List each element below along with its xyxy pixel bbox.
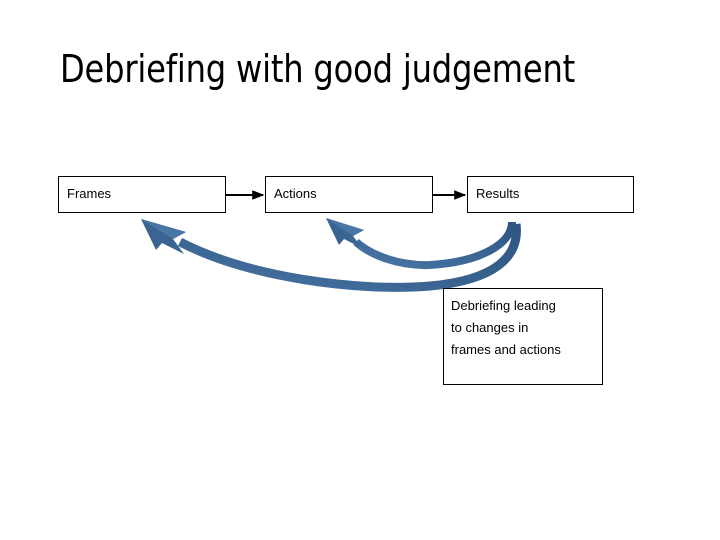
note-line-2: to changes in	[451, 320, 529, 335]
note-line-3: frames and actions	[451, 342, 561, 357]
note-box-text: Debriefing leading to changes in frames …	[451, 295, 599, 361]
page-title: Debriefing with good judgement	[60, 47, 576, 91]
flow-box-results[interactable]: Results	[467, 176, 634, 213]
flow-box-results-label: Results	[476, 186, 520, 201]
note-line-1: Debriefing leading	[451, 298, 556, 313]
flow-box-frames-label: Frames	[67, 186, 112, 201]
note-box[interactable]: Debriefing leading to changes in frames …	[443, 288, 603, 385]
feedback-arrow-results-to-frames	[141, 219, 521, 292]
feedback-arrow-results-to-actions	[326, 218, 516, 270]
arrowhead-to-frames	[141, 219, 186, 254]
flow-box-frames[interactable]: Frames	[58, 176, 226, 213]
flow-box-actions-label: Actions	[274, 186, 317, 201]
arrowhead-to-actions	[326, 218, 364, 248]
flow-box-actions[interactable]: Actions	[265, 176, 433, 213]
